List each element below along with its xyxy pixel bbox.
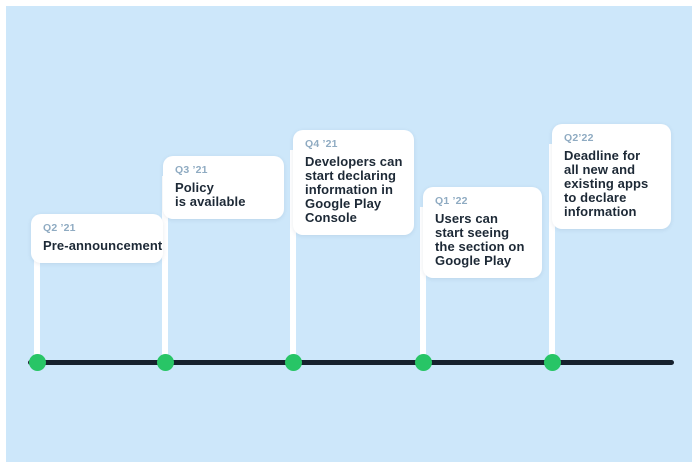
quarter-label: Q1 ’22 bbox=[435, 195, 468, 207]
timeline-stem bbox=[162, 176, 168, 362]
milestone-title: Developers can start declaring informati… bbox=[305, 154, 403, 225]
timeline-line bbox=[28, 360, 674, 365]
timeline-stem bbox=[34, 234, 40, 362]
timeline-stem bbox=[420, 207, 426, 362]
quarter-label: Q2 ’21 bbox=[43, 222, 76, 234]
timeline-stem bbox=[290, 150, 296, 362]
timeline-dot bbox=[285, 354, 302, 371]
timeline-dot bbox=[157, 354, 174, 371]
milestone-title: Deadline for all new and existing apps t… bbox=[564, 148, 649, 219]
milestone-title: Users can start seeing the section on Go… bbox=[435, 211, 525, 268]
milestone-title: Pre-announcement bbox=[43, 238, 163, 253]
milestone-card: Q3 ’21 Policy is available bbox=[163, 156, 284, 219]
quarter-label: Q2’22 bbox=[564, 132, 594, 144]
milestone-card: Q1 ’22 Users can start seeing the sectio… bbox=[423, 187, 542, 278]
timeline-dot bbox=[29, 354, 46, 371]
milestone-title: Policy is available bbox=[175, 180, 246, 209]
timeline-dot bbox=[415, 354, 432, 371]
quarter-label: Q4 ’21 bbox=[305, 138, 338, 150]
milestone-card: Q4 ’21 Developers can start declaring in… bbox=[293, 130, 414, 235]
timeline-dot bbox=[544, 354, 561, 371]
milestone-card: Q2’22 Deadline for all new and existing … bbox=[552, 124, 671, 229]
timeline-stem bbox=[549, 144, 555, 362]
quarter-label: Q3 ’21 bbox=[175, 164, 208, 176]
milestone-card: Q2 ’21 Pre-announcement bbox=[31, 214, 163, 263]
timeline-canvas: Q2 ’21 Pre-announcement Q3 ’21 Policy is… bbox=[6, 6, 692, 462]
